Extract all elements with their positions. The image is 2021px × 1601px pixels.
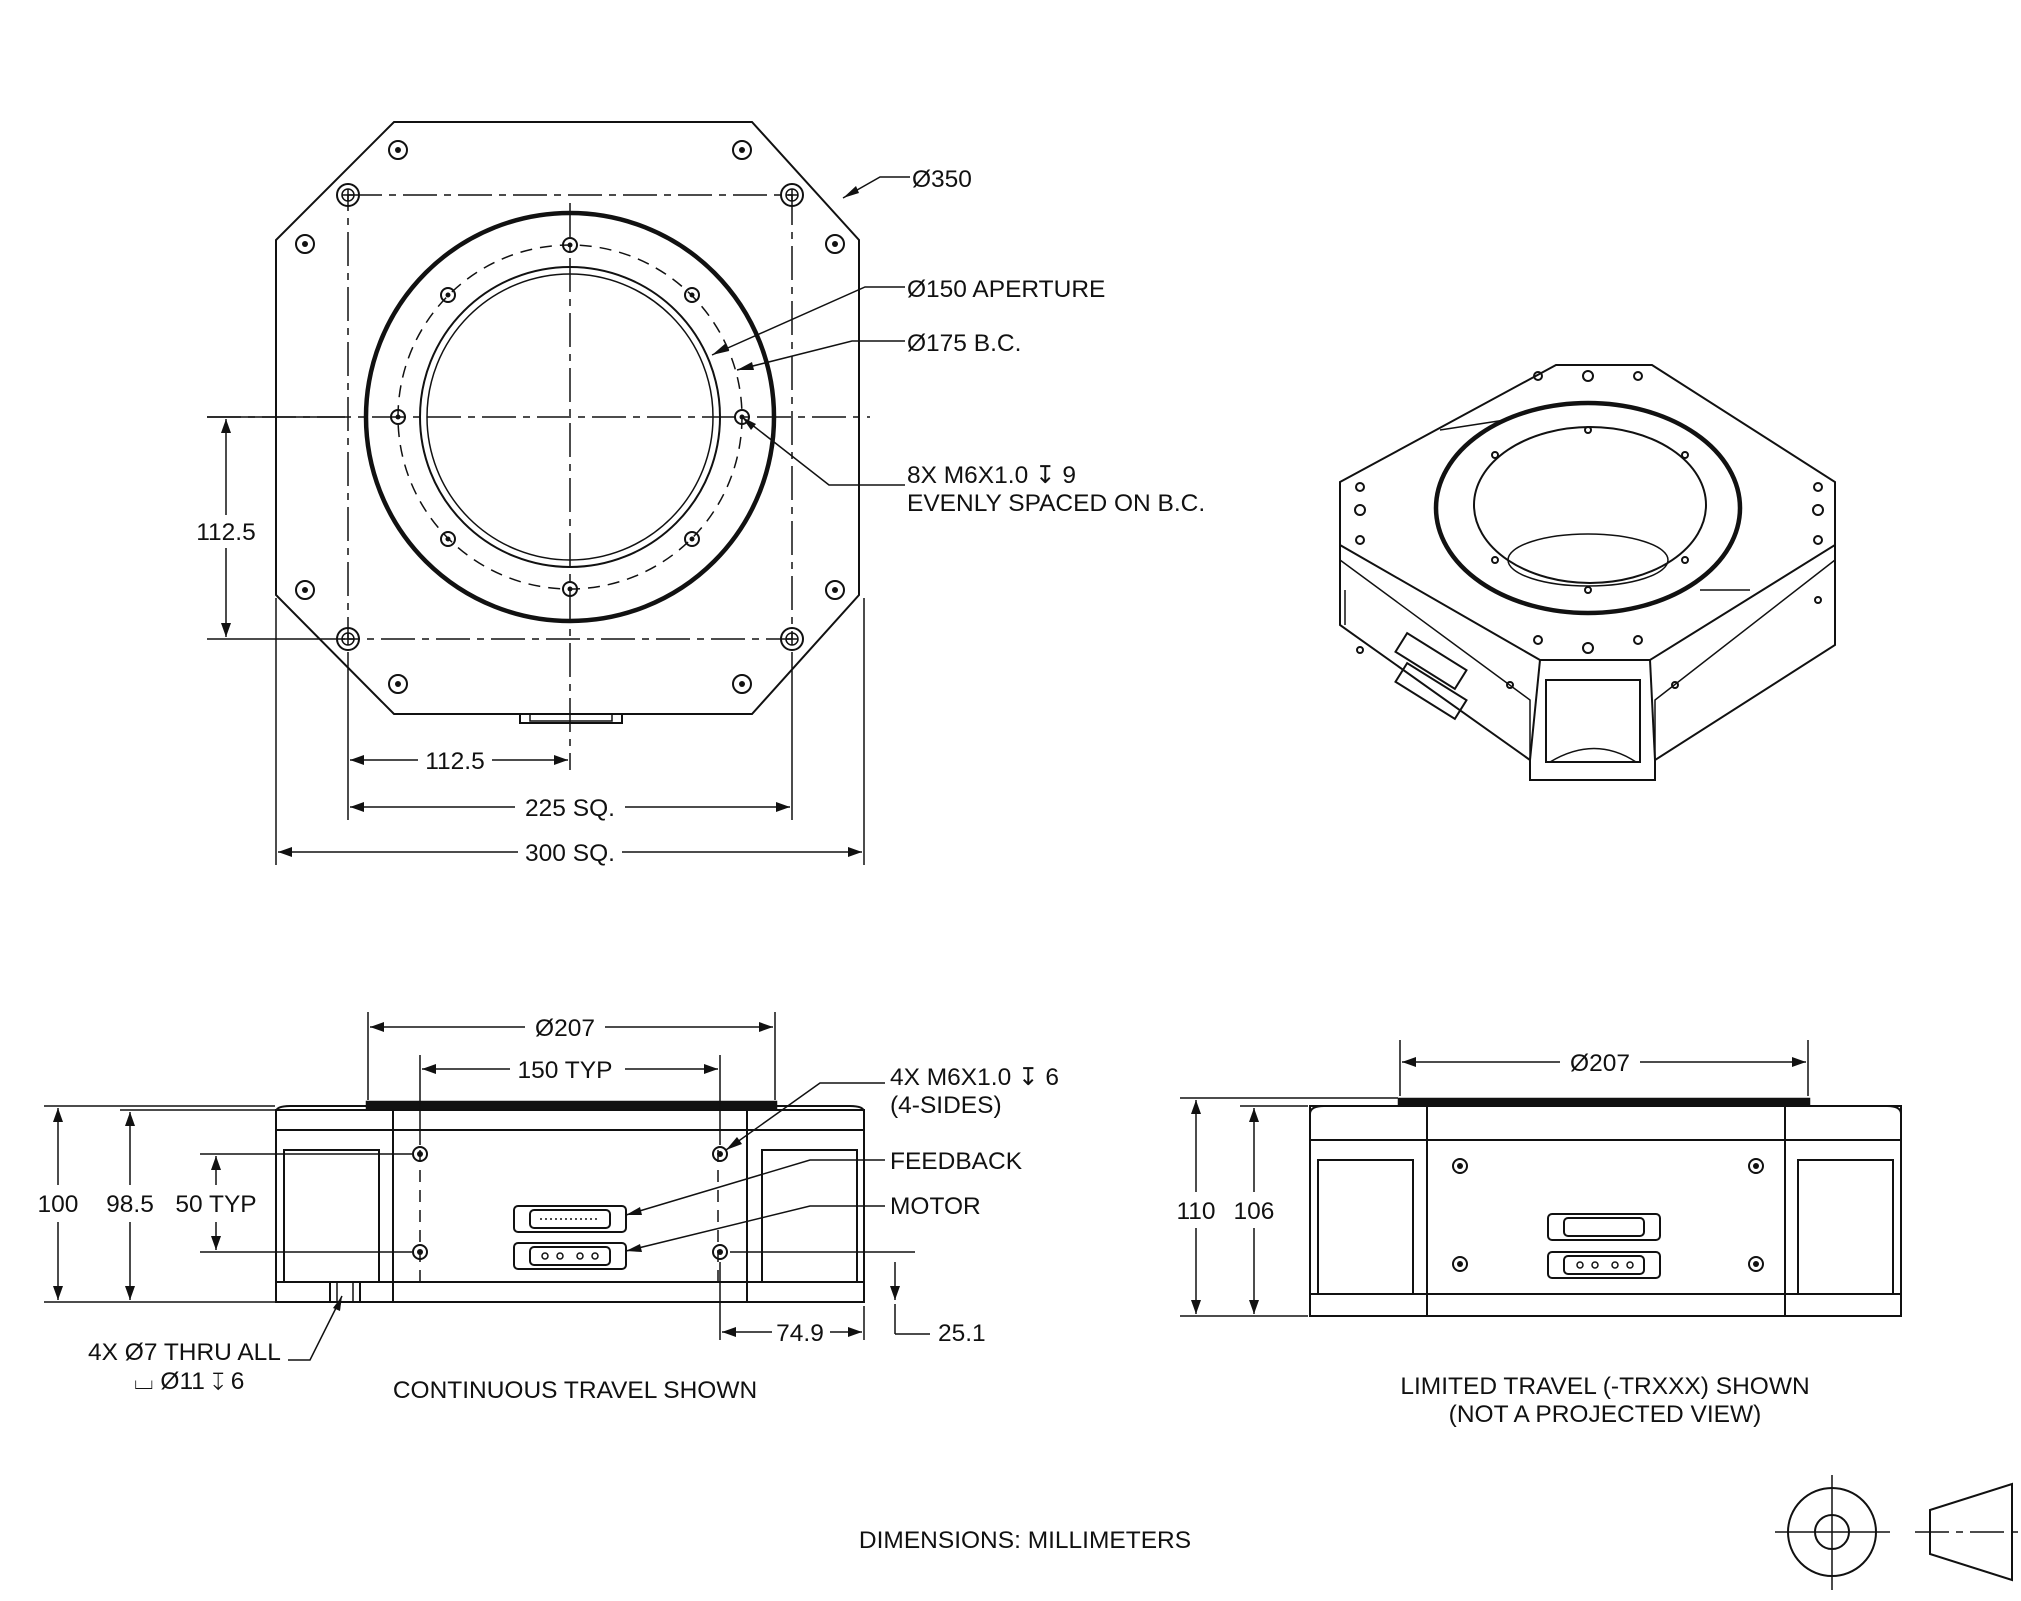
iso-connector-lower xyxy=(1394,661,1468,721)
side-window-right xyxy=(761,1149,858,1283)
limited-feedback-connector xyxy=(1547,1213,1661,1241)
limited-motor-connector xyxy=(1547,1251,1661,1279)
limited-height-total-label: 110 xyxy=(1176,1198,1215,1225)
thru-hole-line1: 4X Ø7 THRU ALL xyxy=(88,1339,281,1366)
limited-window-right xyxy=(1797,1159,1894,1295)
limited-caption-line2: (NOT A PROJECTED VIEW) xyxy=(1449,1401,1762,1428)
hole-spacing-label: 150 TYP xyxy=(518,1057,613,1084)
rotary-ring-outer xyxy=(363,210,777,624)
iso-ring-outer xyxy=(1433,400,1743,616)
inner-square-label: 225 SQ. xyxy=(525,795,615,822)
iso-top-face xyxy=(1339,364,1836,661)
iso-lower-edge xyxy=(1339,545,1836,781)
outer-square-label: 300 SQ. xyxy=(525,840,615,867)
foot-hole xyxy=(329,1281,361,1303)
hole-vertical-label: 50 TYP xyxy=(175,1191,256,1218)
iso-aperture xyxy=(1473,426,1707,584)
thread-spec-line2: EVENLY SPACED ON B.C. xyxy=(907,490,1205,517)
units-note: DIMENSIONS: MILLIMETERS xyxy=(859,1527,1191,1554)
height-total-label: 100 xyxy=(38,1191,79,1218)
side-threads-line2: (4-SIDES) xyxy=(890,1092,1002,1119)
limited-height-body-label: 106 xyxy=(1234,1198,1275,1225)
aperture-inner xyxy=(426,273,714,561)
side-view-continuous: Ø207 150 TYP 4X M6X1.0 ↧ 6 (4-SIDES) FEE… xyxy=(38,1012,1059,1404)
aperture-outer xyxy=(419,266,721,568)
thread-spec-line1: 8X M6X1.0 ↧ 9 xyxy=(907,462,1076,489)
motor-connector xyxy=(513,1242,627,1270)
projection-symbol xyxy=(1775,1475,2018,1590)
height-body-label: 98.5 xyxy=(106,1191,154,1218)
feedback-connector xyxy=(513,1205,627,1233)
top-view: Ø350 Ø150 APERTURE Ø175 B.C. 8X M6X1.0 ↧… xyxy=(196,121,1205,867)
iso-connector-upper xyxy=(1394,631,1468,691)
iso-front-window xyxy=(1545,679,1641,763)
bolt-circle-label: Ø175 B.C. xyxy=(907,330,1021,357)
side-view-limited: Ø207 110 106 LIMITED TRAVEL (-TRXXX) SHO… xyxy=(1176,1040,1902,1428)
offset-horizontal-label: 74.9 xyxy=(776,1320,824,1347)
outer-diameter-label: Ø350 xyxy=(912,166,972,193)
edge-holes xyxy=(295,140,845,694)
isometric-view xyxy=(1339,364,1836,781)
half-width-label: 112.5 xyxy=(425,748,485,775)
side-threads-line1: 4X M6X1.0 ↧ 6 xyxy=(890,1064,1059,1091)
limited-body xyxy=(1309,1105,1902,1317)
vertical-dimension-label: 112.5 xyxy=(196,519,256,546)
offset-vertical-label: 25.1 xyxy=(938,1320,986,1347)
limited-caption-line1: LIMITED TRAVEL (-TRXXX) SHOWN xyxy=(1400,1373,1809,1400)
bolt-circle-holes xyxy=(390,237,750,597)
side-diameter-label: Ø207 xyxy=(535,1015,595,1042)
limited-diameter-label: Ø207 xyxy=(1570,1050,1630,1077)
iso-holes xyxy=(1354,370,1824,689)
bolt-square xyxy=(347,194,793,640)
motor-label: MOTOR xyxy=(890,1193,981,1220)
thru-hole-line2: ⌴ Ø11 ↧ 6 xyxy=(134,1368,244,1395)
limited-window-left xyxy=(1317,1159,1414,1295)
side-window-left xyxy=(283,1149,380,1283)
aperture-label: Ø150 APERTURE xyxy=(907,276,1105,303)
continuous-caption: CONTINUOUS TRAVEL SHOWN xyxy=(393,1377,757,1404)
feedback-label: FEEDBACK xyxy=(890,1148,1023,1175)
counterbore-holes xyxy=(336,183,804,651)
